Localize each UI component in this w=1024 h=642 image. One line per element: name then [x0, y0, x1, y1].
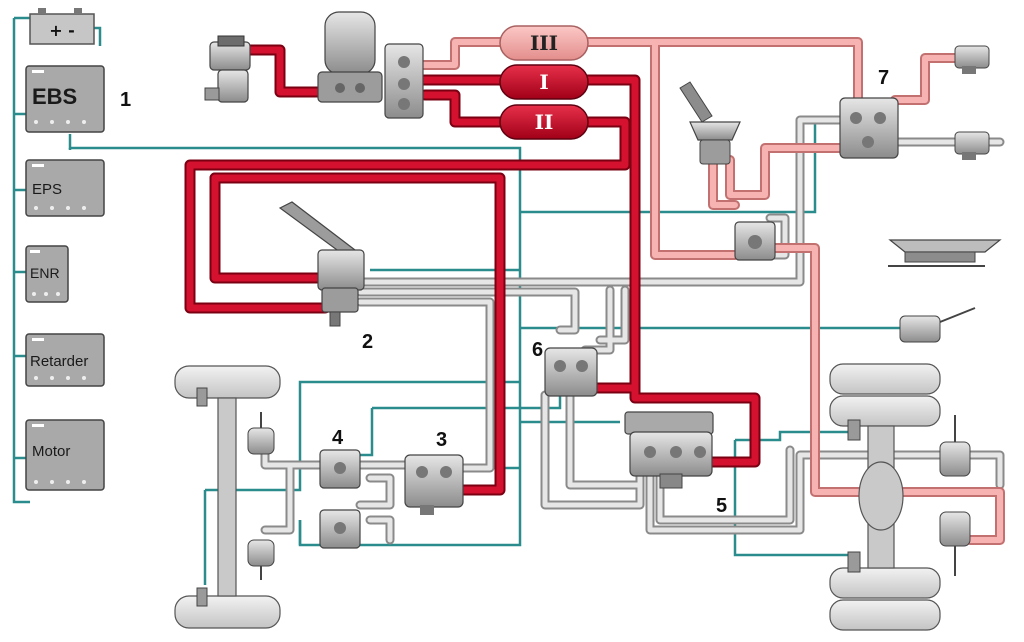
component-number-1: 1 — [120, 89, 131, 111]
front-wheel-left-icon — [174, 365, 281, 399]
fifth-wheel-icon — [888, 239, 1002, 267]
pedal-sensor-icon — [899, 307, 976, 343]
ecu-ebs-label: EBS — [32, 84, 77, 109]
component-number-3: 3 — [436, 429, 447, 451]
foot-brake-module-icon — [278, 201, 365, 327]
trailer-control-valve-icon — [839, 97, 899, 159]
rear-wheel-4-icon — [829, 599, 941, 631]
backup-valve-icon — [544, 347, 598, 397]
front-brake-chamber-bottom-icon — [247, 539, 275, 580]
battery-icon: + - — [29, 8, 95, 45]
battery-label: + - — [49, 21, 75, 40]
ecu-enr: ENR — [25, 245, 69, 303]
air-tank-3-label: III — [530, 31, 558, 55]
rear-wheel-2-icon — [829, 395, 941, 427]
ecu-eps: EPS — [25, 159, 105, 217]
abs-valve-bottom-icon — [319, 509, 361, 549]
rear-axle — [829, 363, 941, 631]
trailer-coupling-head-bottom-icon — [954, 131, 990, 160]
ecu-eps-label: EPS — [32, 181, 62, 198]
ecu-ebs: EBS — [25, 65, 105, 133]
rear-wheel-3-icon — [829, 567, 941, 599]
rear-brake-chamber-bottom-icon — [939, 511, 971, 576]
front-brake-chamber-top-icon — [247, 412, 275, 455]
component-number-5: 5 — [716, 495, 727, 517]
abs-valve-top-icon — [319, 449, 361, 489]
grey-pipes — [260, 115, 1005, 545]
air-tank-1-label: I — [539, 70, 548, 94]
air-dryer-icon — [317, 11, 383, 103]
component-number-2: 2 — [362, 331, 373, 353]
front-axle — [174, 365, 281, 629]
air-tank-2: II — [499, 104, 589, 140]
rear-wheel-1-icon — [829, 363, 941, 395]
rear-brake-chamber-top-icon — [939, 415, 971, 477]
ecu-motor-label: Motor — [32, 443, 70, 460]
ecu-motor: Motor — [25, 419, 105, 491]
compressor-icon — [204, 35, 251, 103]
ecu-retarder-label: Retarder — [30, 353, 88, 370]
component-number-7: 7 — [878, 67, 889, 89]
air-tank-3: III — [499, 25, 589, 61]
air-tank-2-label: II — [535, 110, 554, 134]
hand-brake-valve-icon — [679, 81, 741, 165]
red-pipes — [184, 44, 761, 496]
ecu-retarder: Retarder — [25, 333, 105, 387]
front-wheel-right-icon — [174, 595, 281, 629]
relay-valve-icon — [734, 221, 776, 261]
ecu-enr-label: ENR — [30, 265, 60, 281]
front-axle-modulator-icon — [404, 454, 464, 515]
rear-axle-modulator-icon — [624, 411, 714, 489]
air-tank-1: I — [499, 64, 589, 100]
pink-pipes — [415, 37, 1005, 545]
four-circuit-protection-valve-icon — [384, 43, 424, 119]
component-number-6: 6 — [532, 339, 543, 361]
component-number-4: 4 — [332, 427, 344, 449]
trailer-coupling-head-top-icon — [954, 45, 990, 74]
